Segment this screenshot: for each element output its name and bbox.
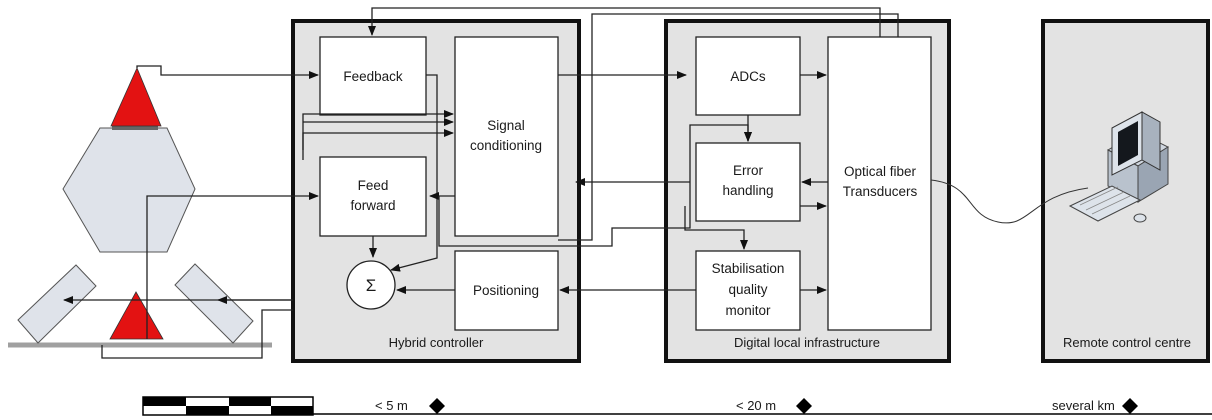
scale-marker-near: [429, 398, 445, 414]
feedforward-sensor-wire: [146, 192, 319, 339]
left-arm-structure: [17, 264, 97, 344]
scale-marker-far: [1122, 398, 1138, 414]
positioning-label: Positioning: [473, 283, 539, 298]
adcs-label: ADCs: [730, 69, 766, 84]
feedback-sensor-wire: [136, 65, 319, 79]
scale-label-far: several km: [1052, 398, 1115, 413]
error-handling-label-line2: handling: [722, 183, 773, 198]
top-sensor-triangle: [110, 66, 162, 127]
feed-forward-block: [319, 156, 427, 237]
computer-icon: [1068, 111, 1170, 223]
actuator-base-wire: [101, 309, 293, 359]
feed-forward-label-line1: Feed: [358, 178, 389, 193]
scale-marker-mid: [796, 398, 812, 414]
optical-fiber-label-line1: Optical fiber: [844, 164, 917, 179]
sum-symbol: Σ: [366, 276, 377, 295]
signal-conditioning-block: [454, 36, 559, 237]
stabilisation-label-line1: Stabilisation: [712, 261, 785, 276]
bottom-sensor-triangle: [109, 291, 164, 340]
hybrid-controller-title: Hybrid controller: [389, 335, 484, 350]
signal-conditioning-label-line2: conditioning: [470, 138, 542, 153]
optical-to-hybrid-wire: [558, 13, 899, 241]
stabilisation-label-line3: monitor: [725, 303, 771, 318]
optical-to-feedback-top-wire: [368, 7, 881, 37]
scale-label-near: < 5 m: [375, 398, 408, 413]
stabilisation-block: [695, 250, 801, 331]
stabilisation-label-line2: quality: [728, 282, 767, 297]
feedback-block: [319, 36, 427, 116]
signal-conditioning-label-line1: Signal: [487, 118, 525, 133]
optical-fiber-block: [827, 36, 932, 331]
remote-control-title: Remote control centre: [1063, 335, 1191, 350]
error-to-stabilisation-wire: [684, 206, 748, 250]
right-arm-structure: [174, 263, 254, 344]
positioning-block: [454, 250, 559, 331]
error-handling-block: [695, 142, 801, 222]
hexagon-structure: [62, 127, 196, 253]
optical-fiber-label-line2: Transducers: [843, 184, 918, 199]
scale-label-mid: < 20 m: [736, 398, 776, 413]
feed-forward-label-line2: forward: [350, 198, 395, 213]
feedback-label: Feedback: [343, 69, 403, 84]
feedback-to-sum-wire: [390, 74, 438, 272]
network-link-curve: [930, 179, 1089, 224]
checkered-scale-bar: [142, 396, 314, 416]
summing-junction: [346, 260, 396, 310]
feedforward-to-error-wire: [438, 124, 752, 247]
digital-infrastructure-title: Digital local infrastructure: [734, 335, 880, 350]
error-handling-label-line1: Error: [733, 163, 764, 178]
sensor-to-conditioning-wire-3: [302, 129, 454, 150]
